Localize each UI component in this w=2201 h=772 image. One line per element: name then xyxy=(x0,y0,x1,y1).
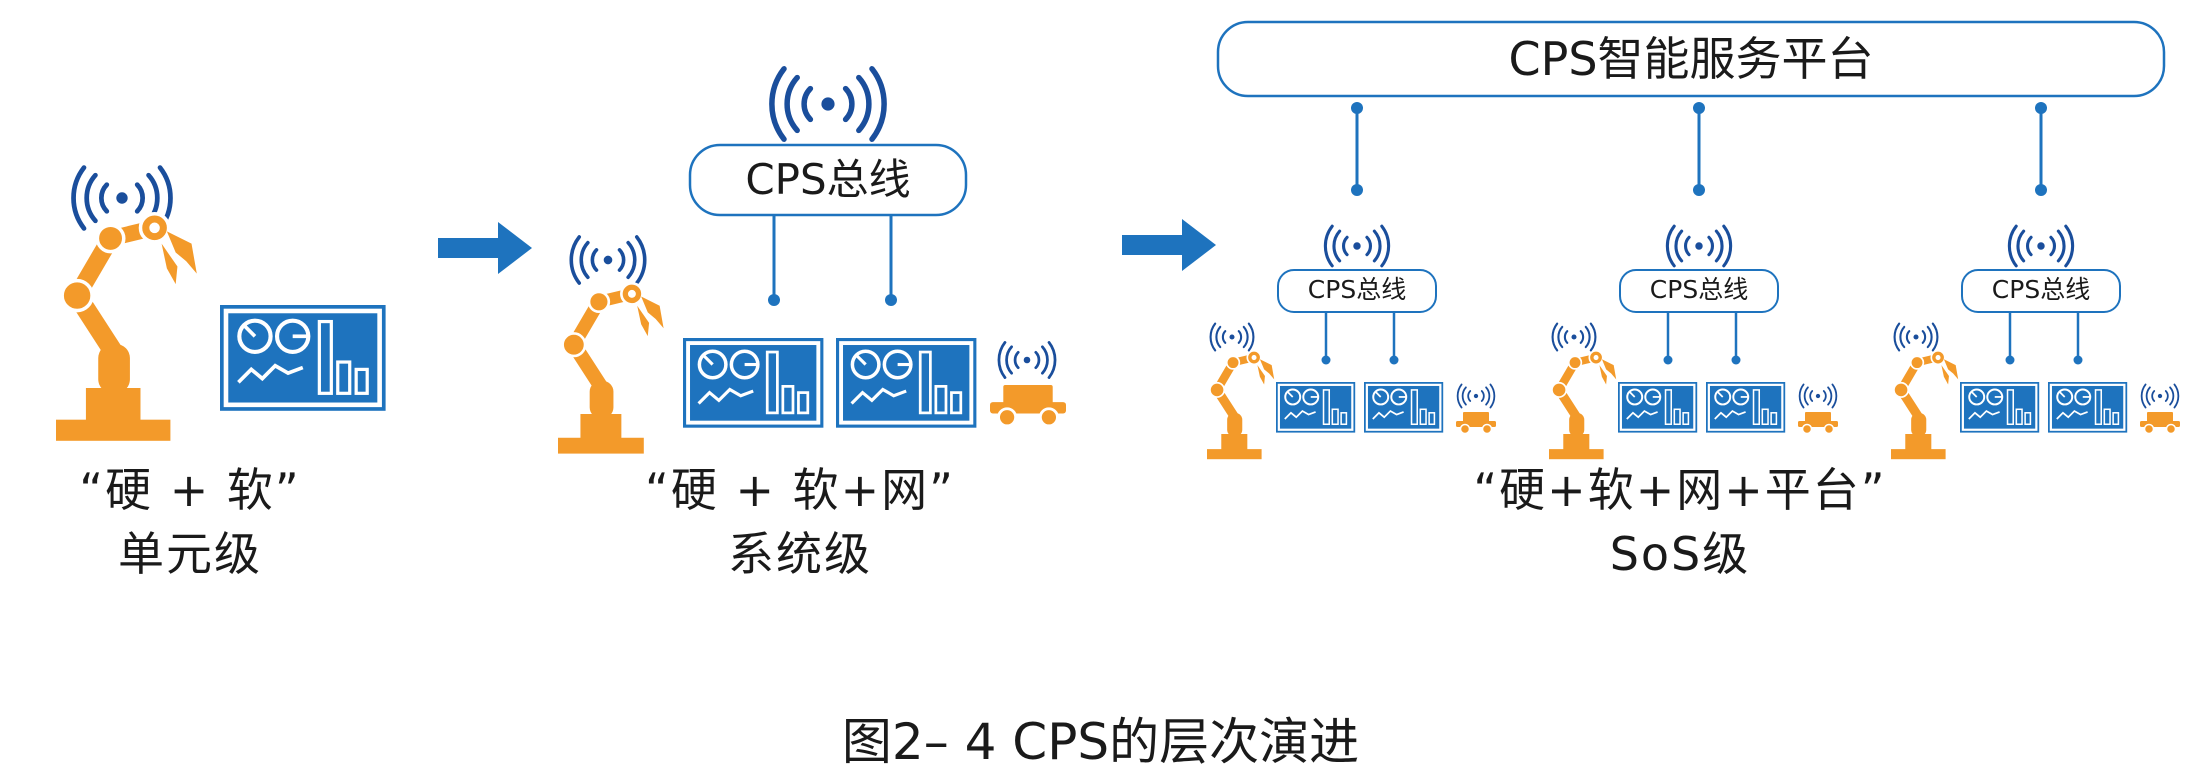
robot-arm-icon xyxy=(1549,351,1616,459)
hmi-screen-icon xyxy=(1617,381,1698,433)
hmi-screen-icon xyxy=(1705,381,1786,433)
wireless-signal-icon xyxy=(2140,383,2180,409)
agv-cart-icon xyxy=(2139,411,2181,435)
robot-arm-icon xyxy=(1207,351,1274,459)
bus-box xyxy=(1277,269,1437,313)
robot-arm-icon xyxy=(1891,351,1958,459)
hmi-screen-icon xyxy=(1363,381,1444,433)
platform-box xyxy=(1216,20,2166,98)
agv-cart-icon xyxy=(988,383,1068,428)
bus-label: CPS总线 xyxy=(1307,275,1407,304)
wireless-signal-icon xyxy=(1893,322,1939,352)
hmi-screen-icon xyxy=(835,337,977,428)
figure-caption: 图2– 4 CPS的层次演进 xyxy=(841,713,1360,771)
bus-label: CPS总线 xyxy=(1649,275,1749,304)
sos-subsystem xyxy=(1891,102,2181,459)
hmi-screen-icon xyxy=(1959,381,2040,433)
system-level-group xyxy=(558,69,1068,454)
wireless-signal-icon xyxy=(997,341,1057,379)
hmi-screen-icon xyxy=(222,307,384,409)
robot-arm-icon xyxy=(558,283,664,453)
unit-level-name: 单元级 xyxy=(118,527,262,581)
sos-subsystem xyxy=(1549,102,1839,459)
hmi-screen-icon xyxy=(2047,381,2128,433)
wireless-signal-icon xyxy=(1665,224,1733,268)
wireless-signal-icon xyxy=(1798,383,1838,409)
sos-level-quote: “硬+软+网+平台” xyxy=(1473,463,1887,517)
unit-level-quote: “硬 + 软” xyxy=(79,463,301,517)
unit-level-group xyxy=(56,168,384,441)
system-level-name: 系统级 xyxy=(728,527,872,581)
flow-arrow-icon xyxy=(1122,219,1216,271)
sos-subsystem xyxy=(1207,102,1497,459)
bus-label: CPS总线 xyxy=(745,155,911,204)
flow-arrow-icon xyxy=(438,222,532,274)
wireless-signal-icon xyxy=(1551,322,1597,352)
wireless-signal-icon xyxy=(1209,322,1255,352)
bus-label: CPS总线 xyxy=(1991,275,2091,304)
sos-subsystems xyxy=(1207,102,2181,459)
hmi-screen-icon xyxy=(682,337,824,428)
wireless-signal-icon xyxy=(2007,224,2075,268)
agv-cart-icon xyxy=(1455,411,1497,435)
platform-title: CPS智能服务平台 xyxy=(1508,32,1874,86)
wireless-signal-icon xyxy=(569,235,647,285)
bus-box xyxy=(1619,269,1779,313)
wireless-signal-icon xyxy=(772,69,884,139)
hmi-screen-icon xyxy=(1275,381,1356,433)
wireless-signal-icon xyxy=(1323,224,1391,268)
system-level-quote: “硬 + 软+网” xyxy=(645,463,955,517)
bus-box xyxy=(688,143,968,217)
sos-level-group xyxy=(1216,20,2166,98)
agv-cart-icon xyxy=(1797,411,1839,435)
robot-arm-icon xyxy=(56,214,197,441)
bus-box xyxy=(1961,269,2121,313)
wireless-signal-icon xyxy=(1456,383,1496,409)
sos-level-name: SoS级 xyxy=(1609,527,1751,581)
